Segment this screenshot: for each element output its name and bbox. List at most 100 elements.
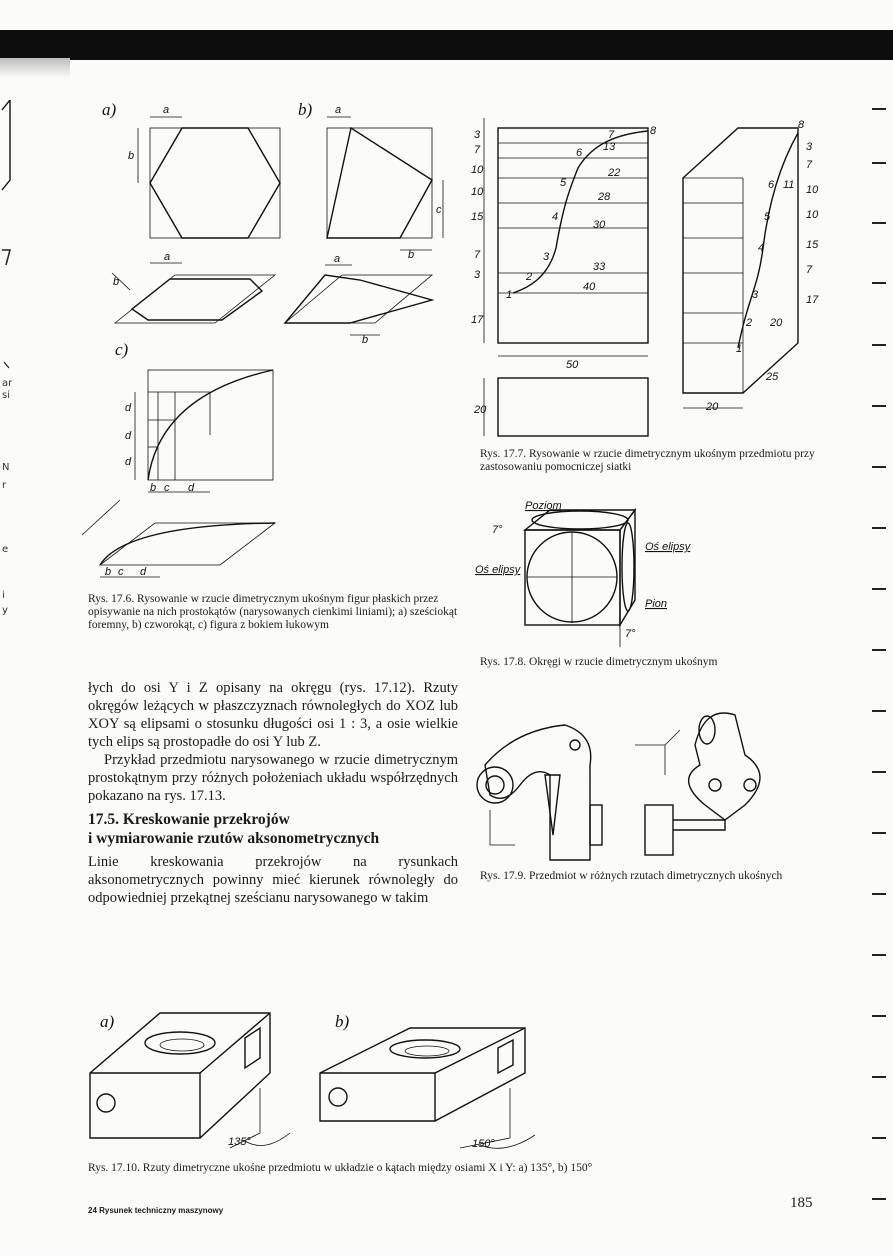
fig-17-7-iso-1: 1 [736, 343, 742, 355]
left-glyph-2: si [2, 390, 10, 401]
margin-mark [872, 108, 886, 110]
fig-17-6-ob: b [105, 566, 111, 578]
dim-line-b2 [111, 272, 131, 291]
arc-curve [147, 369, 274, 481]
hexagon-shape [149, 127, 281, 239]
margin-mark [872, 1076, 886, 1078]
hexagon-oblique-shape [130, 278, 264, 321]
block-a-hole-inner [159, 1038, 205, 1052]
figure-17-8: Poziom 7° Oś elipsy Oś elipsy Pion 7° [475, 500, 692, 647]
left-glyph-7: y [2, 605, 8, 616]
oblique-curve [737, 132, 799, 349]
left-margin: ar si N r e i y [0, 100, 14, 1000]
fig-17-6-d3: d [125, 456, 132, 468]
circle-front-square [524, 529, 621, 626]
part-right-bush [644, 804, 674, 856]
fig-17-6-label-c: c) [115, 340, 129, 359]
margin-mark [872, 1198, 886, 1200]
page-number: 185 [790, 1195, 813, 1211]
fig-17-7-dim-20: 20 [473, 404, 487, 416]
margin-mark [872, 466, 886, 468]
fig-17-8-angle-top: 7° [492, 524, 503, 536]
fig-17-7-dim-depth: 20 [705, 401, 719, 413]
margin-mark [872, 893, 886, 895]
block-b-edge [434, 1027, 526, 1074]
section-title-line-1: 17.5. Kreskowanie przekrojów [88, 811, 290, 828]
fig-17-6-qc-dim: c [436, 204, 442, 216]
fig-17-8-os-elipsy-left: Oś elipsy [475, 564, 522, 576]
fig-17-7-caption: Rys. 17.7. Rysowanie w rzucie dimetryczn… [480, 448, 815, 473]
fig-17-7-pt-4: 4 [552, 211, 558, 223]
fig-17-7-dim-40: 40 [583, 281, 596, 293]
block-a-hole [144, 1031, 216, 1055]
angle-arc-b [479, 1134, 536, 1149]
block-b-hole-inner [404, 1045, 450, 1057]
margin-mark [872, 527, 886, 529]
margin-mark [872, 162, 886, 164]
part-right-body [688, 712, 761, 821]
grid-front-rectangle [497, 127, 649, 344]
body-paragraph-1: łych do osi Y i Z opisany na okręgu (rys… [88, 680, 458, 750]
margin-mark [872, 344, 886, 346]
hexagon-bounding-box [149, 127, 281, 239]
block-a-edge [199, 1012, 271, 1074]
margin-mark [872, 1137, 886, 1139]
fig-17-7-iso-3: 3 [752, 289, 759, 301]
fig-17-6-qb-dim: b [408, 249, 414, 261]
section-heading: 17.5. Kreskowanie przekrojów i wymiarowa… [88, 810, 458, 848]
fig-17-6-a-dim: a [163, 104, 169, 116]
section-title-line-2: i wymiarowanie rzutów aksonometrycznych [88, 830, 380, 847]
axis-b-y [459, 1137, 511, 1149]
fig-17-6-od: d [140, 566, 147, 578]
fig-17-7-dim-28: 28 [597, 191, 611, 203]
figure-17-10: a) 135° b) 150° [89, 1012, 536, 1150]
part-right-arm [673, 819, 726, 831]
fig-17-7-dim-50: 50 [566, 359, 579, 371]
figure-17-7: 13 22 28 30 33 40 1 2 3 4 5 6 7 8 3 7 10… [471, 118, 819, 437]
angle-arc-a [244, 1132, 291, 1146]
block-b-outline [319, 1027, 526, 1122]
margin-mark [872, 405, 886, 407]
margin-mark [872, 649, 886, 651]
fig-17-7-v-3b: 3 [474, 269, 481, 281]
fig-17-7-v-10a: 10 [471, 164, 484, 176]
fig-17-10-label-b: b) [335, 1012, 350, 1031]
fig-17-10-angle-b: 150° [472, 1138, 495, 1150]
dim-line-oblique-d [81, 499, 121, 536]
circle-top-face [523, 509, 637, 531]
fig-17-7-pt-8: 8 [650, 125, 657, 137]
fig-17-7-pt-1: 1 [506, 289, 512, 301]
fig-17-6-qa2-dim: a [334, 253, 340, 265]
fig-17-7-iso-20: 20 [769, 317, 783, 329]
part-left-small-hole [569, 739, 581, 751]
left-glyph-5: e [2, 544, 9, 555]
left-glyph-4: r [2, 480, 7, 491]
fig-17-7-iso-10a: 10 [806, 209, 819, 221]
grid-bottom-rectangle [497, 377, 649, 437]
fig-17-7-dim-30: 30 [593, 219, 606, 231]
fig-17-7-pt-2: 2 [525, 271, 532, 283]
margin-mark [872, 832, 886, 834]
fig-17-8-poziom: Poziom [525, 500, 562, 512]
margin-mark [872, 710, 886, 712]
axis-y-center [664, 729, 681, 746]
fig-17-7-dim-22: 22 [607, 167, 620, 179]
fig-17-6-cc: c [164, 482, 170, 494]
fig-17-6-caption: Rys. 17.6. Rysowanie w rzucie dimetryczn… [88, 593, 458, 631]
fig-17-9-caption: Rys. 17.9. Przedmiot w różnych rzutach d… [480, 870, 783, 882]
fig-17-6-qb2-dim: b [362, 334, 368, 346]
oblique-block [682, 127, 799, 394]
scan-corner-shadow [0, 58, 70, 78]
margin-mark [872, 222, 886, 224]
fig-17-7-v-7: 7 [474, 144, 481, 156]
figure-17-6: a) a b a b b) a c b a b c) d d d b c d b… [81, 100, 444, 578]
fig-17-8-os-elipsy-right: Oś elipsy [645, 541, 692, 553]
part-right-hole-2 [743, 778, 757, 792]
block-a-slot [244, 1026, 261, 1070]
scan-top-bar [0, 30, 893, 60]
part-left-boss [476, 766, 514, 804]
fig-17-7-iso-10b: 10 [806, 184, 819, 196]
fig-17-10-label-a: a) [100, 1012, 115, 1031]
fig-17-7-iso-3: 3 [806, 141, 813, 153]
arc-bounding-box [147, 369, 274, 481]
